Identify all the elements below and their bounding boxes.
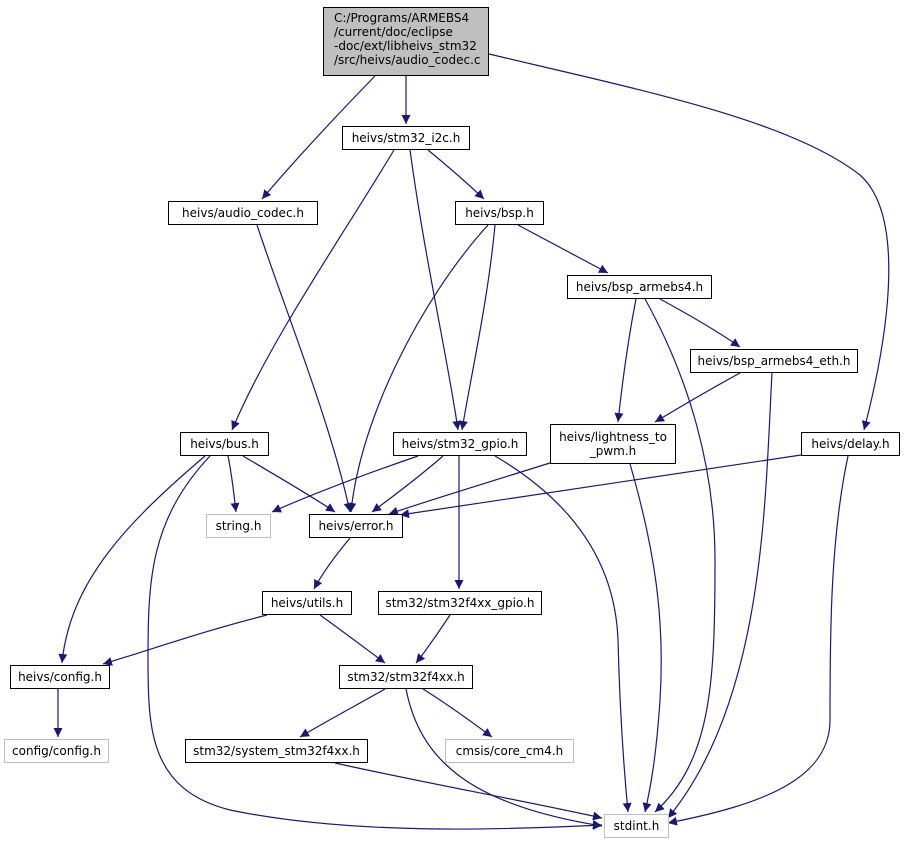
node-label: cmsis/core_cm4.h [455,744,564,758]
edge-audio-codec-c-to-audio-codec-h [261,75,376,200]
edge-stm32f4xx-gpio-h-to-stm32f4xx-h [415,614,451,664]
edge-bus-h-to-string-h [227,455,240,513]
edge-utils-h-to-stm32f4xx-h [319,614,386,664]
node-lightness-to-pwm-h[interactable]: heivs/lightness_to _pwm.h [550,424,676,464]
edge-bsp-h-to-stm32-gpio-h [459,224,496,431]
edge-bsp-armebs4-h-to-bsp-armebs4-eth-h [659,298,741,348]
node-utils-h[interactable]: heivs/utils.h [262,591,352,615]
edge-delay-h-to-stdint-h [667,455,849,826]
node-label: string.h [215,519,262,533]
node-label: heivs/config.h [18,670,102,684]
node-bsp-armebs4-h[interactable]: heivs/bsp_armebs4.h [567,275,712,299]
node-config-h[interactable]: heivs/config.h [10,665,110,689]
edge-stm32-gpio-h-to-error-h [371,455,444,513]
node-label: stm32/stm32f4xx_gpio.h [385,596,535,610]
node-core-cm4-h[interactable]: cmsis/core_cm4.h [445,739,574,763]
node-label: stdint.h [613,819,660,833]
edge-bsp-armebs4-eth-h-to-stdint-h [667,372,773,819]
edge-delay-h-to-error-h [399,454,802,519]
edge-stm32-i2c-h-to-stm32-gpio-h [409,149,462,431]
node-audio-codec-h[interactable]: heivs/audio_codec.h [168,201,318,225]
node-stm32f4xx-gpio-h[interactable]: stm32/stm32f4xx_gpio.h [378,591,542,615]
node-error-h[interactable]: heivs/error.h [309,514,403,538]
node-delay-h[interactable]: heivs/delay.h [801,432,900,456]
node-label: config/config.h [12,744,101,758]
edge-lightness-to-pwm-h-to-stdint-h [629,463,662,813]
node-label: heivs/stm32_i2c.h [351,131,461,145]
edge-utils-h-to-config-h [102,614,268,666]
node-label: heivs/lightness_to _pwm.h [559,430,667,458]
node-label: heivs/audio_codec.h [182,206,304,220]
node-bus-h[interactable]: heivs/bus.h [180,432,269,456]
node-string-h[interactable]: string.h [206,514,271,538]
node-label: C:/Programs/ARMEBS4 /current/doc/eclipse… [334,11,481,67]
edge-stm32f4xx-h-to-core-cm4-h [422,688,493,738]
edge-audio-codec-h-to-error-h [256,224,353,513]
node-label: stm32/stm32f4xx.h [347,670,465,684]
edge-bus-h-to-error-h [242,455,336,513]
node-config-config-h[interactable]: config/config.h [4,739,109,763]
node-bsp-armebs4-eth-h[interactable]: heivs/bsp_armebs4_eth.h [690,349,858,373]
edge-stm32-i2c-h-to-bsp-h [427,149,485,200]
node-system-stm32f4xx-h[interactable]: stm32/system_stm32f4xx.h [185,739,368,763]
edge-lightness-to-pwm-h-to-error-h [388,461,554,516]
node-stm32-gpio-h[interactable]: heivs/stm32_gpio.h [393,432,527,456]
edge-system-stm32f4xx-h-to-stdint-h [334,762,603,821]
edge-stm32f4xx-h-to-system-stm32f4xx-h [299,688,386,738]
node-stdint-h[interactable]: stdint.h [604,814,669,838]
edge-bsp-armebs4-eth-h-to-lightness-to-pwm-h [654,372,741,423]
edge-bsp-armebs4-h-to-stdint-h [644,298,716,813]
edge-stm32-i2c-h-to-bus-h [231,149,395,431]
edge-audio-codec-c-to-delay-h [488,53,890,431]
edge-bsp-h-to-bsp-armebs4-h [517,224,609,274]
node-label: heivs/delay.h [811,437,890,451]
node-label: heivs/bsp.h [465,206,534,220]
node-label: heivs/stm32_gpio.h [401,437,519,451]
edge-stm32-gpio-h-to-stdint-h [494,455,632,813]
edge-stm32-gpio-h-to-string-h [271,455,419,513]
node-label: heivs/bsp_armebs4.h [575,280,704,294]
node-label: heivs/bus.h [190,437,259,451]
node-audio-codec-c[interactable]: C:/Programs/ARMEBS4 /current/doc/eclipse… [323,7,489,76]
node-label: heivs/error.h [318,519,394,533]
node-label: heivs/utils.h [270,596,344,610]
edge-bsp-armebs4-h-to-lightness-to-pwm-h [614,298,637,423]
edge-error-h-to-utils-h [313,537,351,590]
edge-stm32f4xx-h-to-stdint-h [405,688,603,830]
node-label: stm32/system_stm32f4xx.h [193,744,360,758]
edge-bus-h-to-config-h [58,455,206,664]
edge-bsp-h-to-error-h [347,224,489,513]
node-bsp-h[interactable]: heivs/bsp.h [455,201,544,225]
edge-bus-h-to-stdint-h [147,455,603,830]
node-label: heivs/bsp_armebs4_eth.h [697,354,851,368]
node-stm32-i2c-h[interactable]: heivs/stm32_i2c.h [342,126,470,150]
node-stm32f4xx-h[interactable]: stm32/stm32f4xx.h [339,665,473,689]
